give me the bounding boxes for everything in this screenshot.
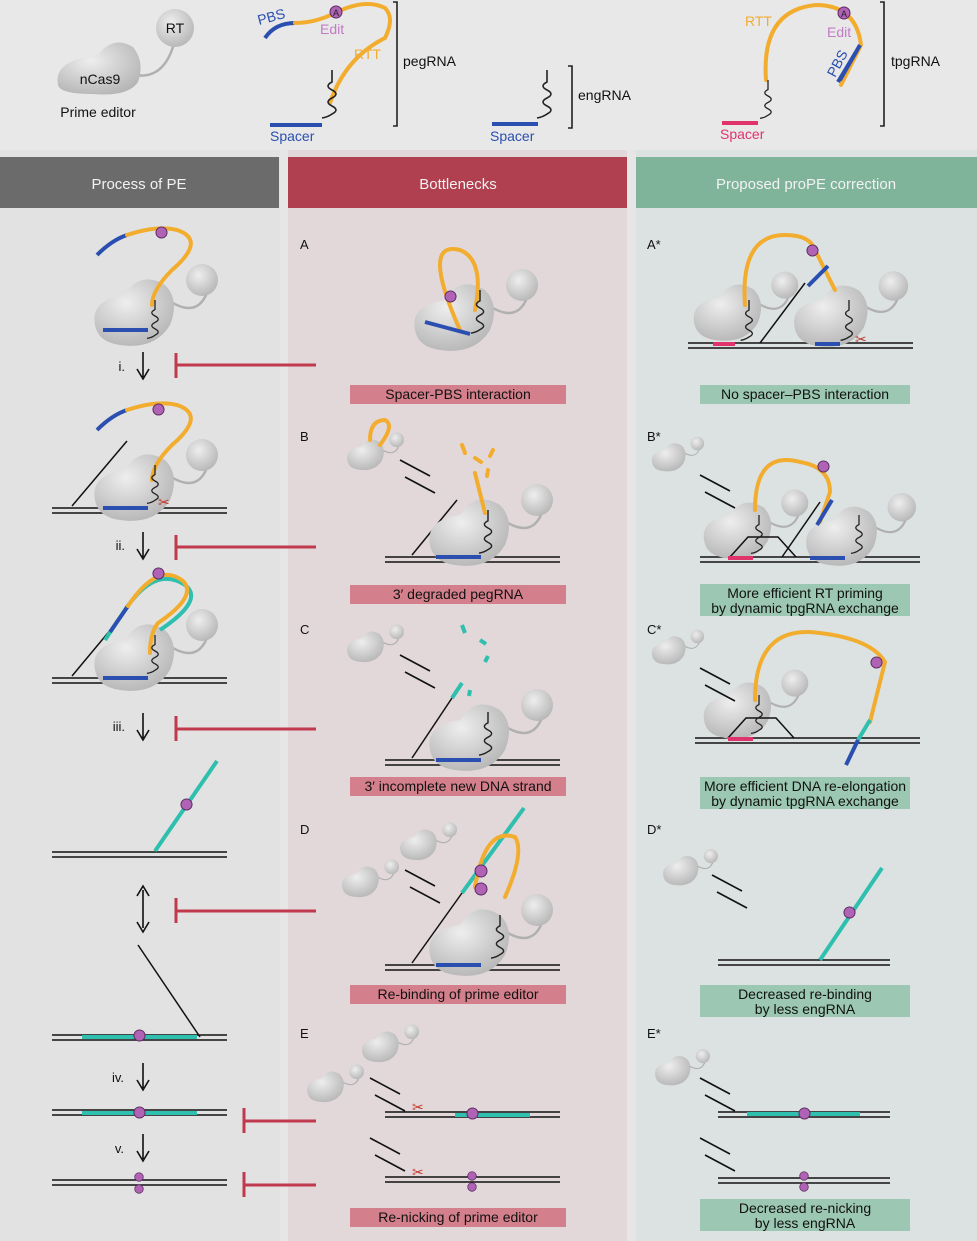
correction-label: by less engRNA: [755, 1215, 856, 1231]
bottleneck-scene-e: ✂ ✂: [306, 1023, 560, 1192]
bottleneck-label-bg: [350, 385, 566, 404]
down-arrow-icon: [136, 1063, 150, 1092]
tpgrna-label: tpgRNA: [891, 53, 941, 69]
panel-letter: D*: [647, 822, 661, 837]
correction-scene-a: ✂: [688, 232, 913, 349]
process-header: [0, 157, 279, 208]
panel-letter: D: [300, 822, 309, 837]
bottleneck-label: 3′ incomplete new DNA strand: [364, 778, 551, 794]
correction-label: No spacer–PBS interaction: [721, 386, 889, 402]
down-arrow-icon: [136, 532, 150, 561]
legend-tpgrna: A RTT Edit PBS Spacer tpgRNA: [720, 1, 941, 142]
bottlenecks-header: [288, 157, 627, 208]
rtt-label: RTT: [745, 13, 772, 29]
bottleneck-label: Spacer-PBS interaction: [385, 386, 531, 402]
bottleneck-scene-a: [413, 247, 540, 353]
panel-letter: C*: [647, 622, 661, 637]
legend-prime-editor: RT nCas9 Prime editor: [57, 9, 194, 120]
correction-label: More efficient DNA re-elongation: [704, 778, 906, 794]
bottleneck-scene-c: [346, 623, 560, 773]
process-header-label: Process of PE: [91, 176, 186, 193]
bottleneck-label-bg: [350, 985, 566, 1004]
scissors-icon: ✂: [412, 1164, 424, 1180]
ncas9-domain: [57, 42, 141, 95]
bottleneck-scene-d: [341, 806, 560, 978]
bottleneck-label: 3′ degraded pegRNA: [393, 586, 524, 602]
down-arrow-icon: [136, 713, 150, 742]
legend-engrna: Spacer engRNA: [490, 65, 632, 144]
correction-label-bg: [700, 385, 910, 404]
panel-letter: A: [300, 237, 309, 252]
down-arrow-icon: [136, 352, 150, 381]
process-state-5: [52, 944, 227, 1042]
correction-label: Decreased re-binding: [738, 986, 872, 1002]
bottleneck-scene-b: [346, 417, 560, 568]
process-state-6: [52, 1106, 227, 1119]
correction-label: by less engRNA: [755, 1001, 856, 1017]
process-state-7: [52, 1172, 227, 1194]
ncas9-label: nCas9: [80, 71, 121, 87]
panel-letter: A*: [647, 237, 661, 252]
bottleneck-label-bg: [350, 585, 566, 604]
panel-letter: B: [300, 429, 309, 444]
correction-scene-b: [651, 436, 920, 567]
legend-pegrna: A PBS Edit RTT Spacer pegRNA: [256, 1, 457, 144]
edit-label: Edit: [320, 21, 344, 37]
correction-scene-c: [651, 629, 920, 766]
bottleneck-label-bg: [350, 1208, 566, 1227]
scissors-icon: ✂: [158, 494, 170, 510]
step-label: v.: [115, 1141, 124, 1156]
spacer-label: Spacer: [720, 126, 765, 142]
scissors-icon: ✂: [855, 331, 867, 347]
correction-label-bg: [700, 985, 910, 1017]
rt-label: RT: [166, 20, 185, 36]
pegrna-label: pegRNA: [403, 53, 457, 69]
rtt-label: RTT: [354, 46, 381, 62]
correction-label: by dynamic tpgRNA exchange: [711, 793, 899, 809]
pbs-label: PBS: [256, 5, 287, 28]
panel-letter: B*: [647, 429, 661, 444]
prime-editor-label: Prime editor: [60, 104, 136, 120]
correction-label: Decreased re-nicking: [739, 1200, 871, 1216]
bottleneck-label: Re-binding of prime editor: [377, 986, 538, 1002]
process-state-3: [52, 567, 227, 693]
correction-label-bg: [700, 1199, 910, 1231]
edit-label: Edit: [827, 24, 851, 40]
correction-scene-d: [662, 848, 890, 966]
edit-base-a: A: [333, 8, 339, 18]
bottleneck-label-bg: [350, 777, 566, 796]
bottlenecks-header-label: Bottlenecks: [419, 176, 497, 193]
step-label: i.: [119, 359, 126, 374]
correction-label: by dynamic tpgRNA exchange: [711, 600, 899, 616]
correction-label: More efficient RT priming: [727, 585, 883, 601]
step-label: iv.: [112, 1070, 124, 1085]
correction-scene-e: [654, 1048, 890, 1192]
inhibition-markers: [174, 353, 316, 1197]
equilibrium-arrow-icon: [136, 884, 150, 934]
bottleneck-label: Re-nicking of prime editor: [378, 1209, 538, 1225]
spacer-label: Spacer: [270, 128, 315, 144]
panel-letter: E*: [647, 1026, 661, 1041]
process-state-2: ✂: [52, 401, 227, 523]
correction-header: [636, 157, 977, 208]
scissors-icon: ✂: [412, 1099, 424, 1115]
engrna-label: engRNA: [578, 87, 632, 103]
process-state-4: [52, 759, 227, 858]
edit-base-a: A: [841, 9, 847, 19]
correction-label-bg: [700, 777, 910, 809]
panel-letter: E: [300, 1026, 309, 1041]
spacer-label: Spacer: [490, 128, 535, 144]
rt-domain: [156, 9, 194, 47]
step-label: iii.: [113, 719, 125, 734]
panel-letter: C: [300, 622, 309, 637]
step-label: ii.: [116, 538, 125, 553]
correction-label-bg: [700, 584, 910, 616]
correction-header-label: Proposed proPE correction: [716, 176, 896, 193]
process-state-1: [93, 226, 220, 348]
down-arrow-icon: [136, 1134, 150, 1163]
